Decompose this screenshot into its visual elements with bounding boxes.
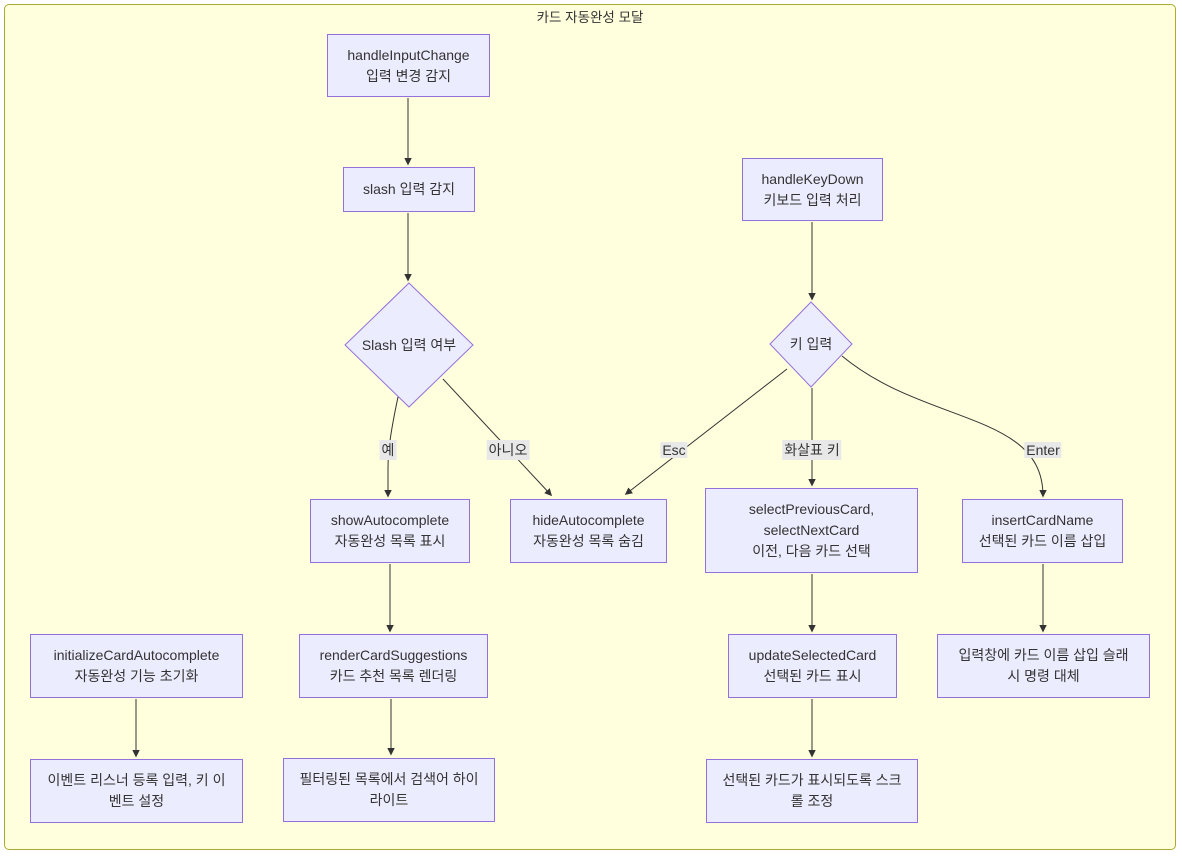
node-line: 이전, 다음 카드 선택: [752, 543, 871, 559]
edge-keyinput-insertcardname: [841, 355, 1047, 498]
node-line: 이벤트 리스너 등록 입력, 키 이: [47, 772, 226, 788]
node-show-autocomplete: showAutocomplete 자동완성 목록 표시: [310, 499, 470, 563]
node-line: 입력창에 카드 이름 삽입 슬래: [958, 647, 1129, 663]
edge-label-esc: Esc: [660, 442, 688, 458]
node-line: showAutocomplete: [330, 512, 450, 528]
node-line: 자동완성 목록 숨김: [533, 533, 644, 549]
edge-slashcheck-hideautocomplete: [442, 378, 553, 497]
node-line: 자동완성 기능 초기화: [74, 668, 199, 684]
node-line: initializeCardAutocomplete: [53, 647, 220, 663]
edge-label-arrow-keys: 화살표 키: [782, 440, 842, 460]
node-scroll-to-selected: 선택된 카드가 표시되도록 스크 롤 조정: [706, 759, 918, 823]
node-line: handleKeyDown: [761, 170, 864, 187]
node-line: renderCardSuggestions: [319, 647, 468, 663]
node-render-card-suggestions: renderCardSuggestions 카드 추천 목록 렌더링: [299, 634, 488, 698]
node-line: insertCardName: [991, 512, 1094, 528]
decision-diamond-key-input: [769, 301, 853, 388]
edge-label-no: 아니오: [486, 440, 530, 460]
node-line: 키보드 입력 처리: [763, 191, 862, 208]
node-update-selected-card: updateSelectedCard 선택된 카드 표시: [728, 634, 897, 698]
node-line: 롤 조정: [790, 793, 834, 809]
node-line: 벤트 설정: [108, 793, 165, 809]
node-line: 선택된 카드 표시: [763, 668, 862, 684]
node-setup-event-listeners: 이벤트 리스너 등록 입력, 키 이 벤트 설정: [30, 759, 243, 823]
node-select-cards: selectPreviousCard, selectNextCard 이전, 다…: [705, 488, 918, 573]
node-hide-autocomplete: hideAutocomplete 자동완성 목록 숨김: [510, 499, 667, 563]
node-line: 선택된 카드 이름 삽입: [978, 533, 1107, 549]
node-line: 자동완성 목록 표시: [334, 533, 446, 549]
node-line: 카드 추천 목록 렌더링: [329, 668, 458, 684]
node-line: updateSelectedCard: [748, 647, 877, 663]
edge-keyinput-hideautocomplete: [624, 368, 788, 495]
node-line: selectPreviousCard,: [748, 501, 875, 517]
node-replace-slash-command: 입력창에 카드 이름 삽입 슬래 시 명령 대체: [937, 634, 1150, 698]
node-initialize-card-autocomplete: initializeCardAutocomplete 자동완성 기능 초기화: [30, 634, 243, 698]
node-line: hideAutocomplete: [532, 512, 645, 528]
diagram-title: 카드 자동완성 모달: [536, 10, 644, 25]
node-highlight-search-term: 필터링된 목록에서 검색어 하이 라이트: [283, 758, 495, 822]
node-line: 입력 변경 감지: [365, 67, 452, 84]
node-line: 필터링된 목록에서 검색어 하이: [299, 771, 479, 787]
node-insert-card-name: insertCardName 선택된 카드 이름 삽입: [962, 499, 1123, 563]
decision-label-slash-check: Slash 입력 여부: [361, 337, 457, 353]
decision-label-key-input: 키 입력: [789, 336, 833, 352]
node-slash-detect: slash 입력 감지: [343, 167, 475, 212]
node-line: 선택된 카드가 표시되도록 스크: [722, 772, 902, 788]
edge-label-yes: 예: [379, 440, 397, 460]
decision-diamond-slash-check: [344, 282, 474, 408]
node-line: 시 명령 대체: [1007, 668, 1080, 684]
node-line: selectNextCard: [763, 522, 860, 538]
node-line: handleInputChange: [347, 46, 470, 63]
edge-label-enter: Enter: [1024, 442, 1062, 458]
node-handle-key-down: handleKeyDown 키보드 입력 처리: [742, 158, 883, 221]
node-line: 라이트: [369, 792, 409, 808]
node-line: slash 입력 감지: [363, 181, 455, 197]
cluster-background: [4, 4, 1176, 850]
node-handle-input-change: handleInputChange 입력 변경 감지: [327, 34, 490, 97]
